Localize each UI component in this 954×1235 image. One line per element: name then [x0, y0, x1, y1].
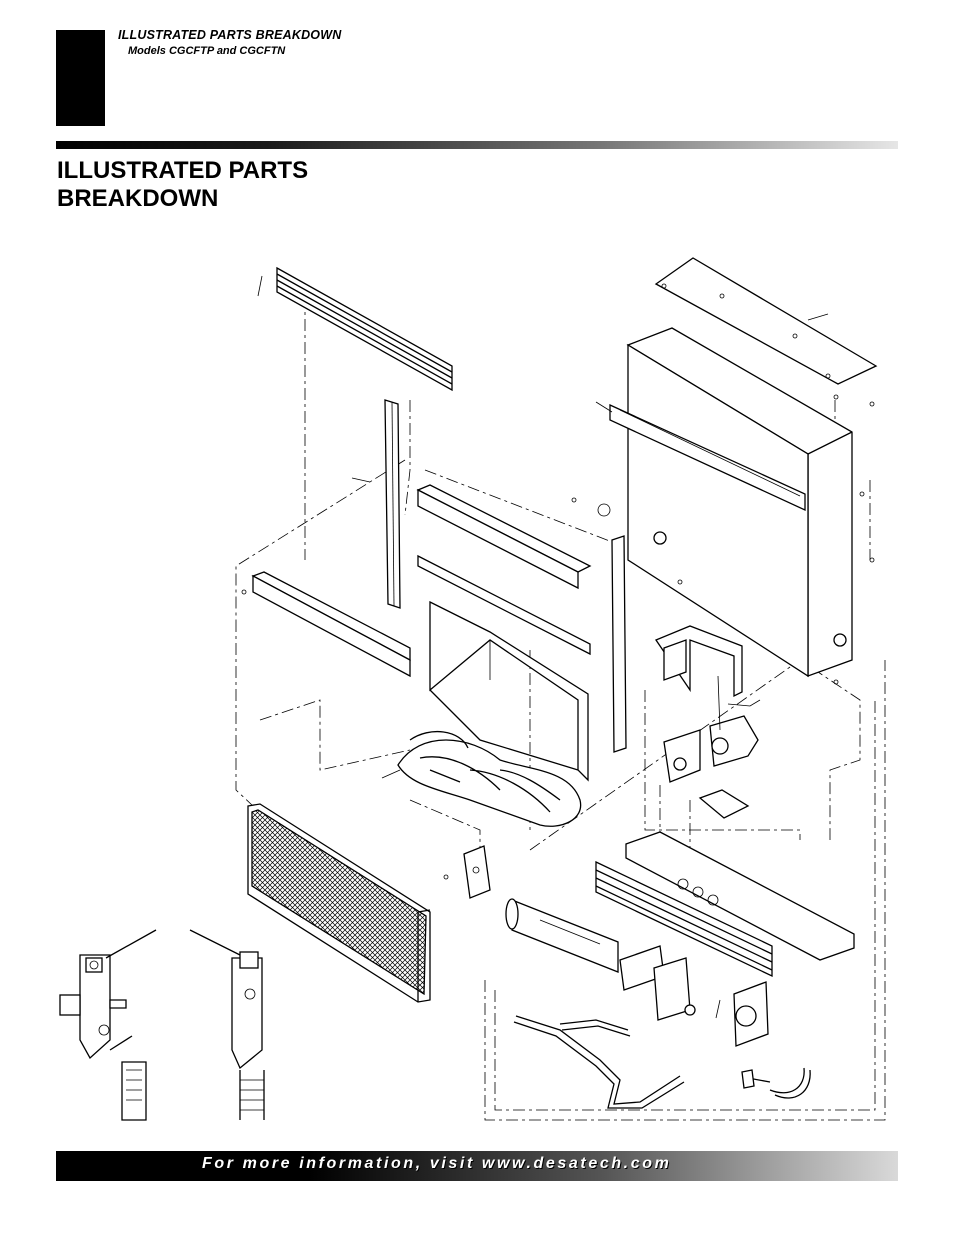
gas-supply-tubing [513, 1015, 685, 1109]
firebox [429, 600, 589, 782]
cabinet-box [595, 327, 853, 678]
pilot-detail-left [59, 929, 157, 1121]
header-title: ILLUSTRATED PARTS BREAKDOWN [118, 28, 342, 42]
page-tab-marker [56, 30, 105, 126]
top-trim [416, 484, 592, 656]
bottom-louver [595, 831, 855, 978]
header-rule [56, 141, 898, 149]
pilot-bracket [463, 845, 491, 899]
control-plates [619, 945, 696, 1021]
top-louver [257, 266, 453, 392]
section-title-line2: BREAKDOWN [57, 185, 219, 212]
gas-valve [663, 675, 761, 783]
burner-tube [505, 898, 619, 973]
top-panel [654, 257, 878, 385]
header-subtitle: Models CGCFTP and CGCFTN [128, 45, 286, 57]
left-side-channel [351, 399, 401, 609]
right-side-channel [611, 535, 627, 753]
section-title: ILLUSTRATED PARTS BREAKDOWN [57, 157, 308, 213]
front-grille [247, 803, 431, 1003]
pilot-detail-right [189, 929, 265, 1120]
left-trim [251, 571, 411, 678]
flex-connector [741, 1067, 811, 1099]
section-title-line1: ILLUSTRATED PARTS [57, 157, 309, 184]
log-set [381, 730, 582, 827]
footer-link-text[interactable]: For more information, visit www.desatech… [202, 1155, 672, 1172]
valve-bracket [655, 625, 743, 698]
control-knob-plate [715, 981, 769, 1047]
shield-plate [698, 789, 750, 819]
footer-banner: For more information, visit www.desatech… [56, 1151, 898, 1181]
fasteners [241, 394, 875, 880]
